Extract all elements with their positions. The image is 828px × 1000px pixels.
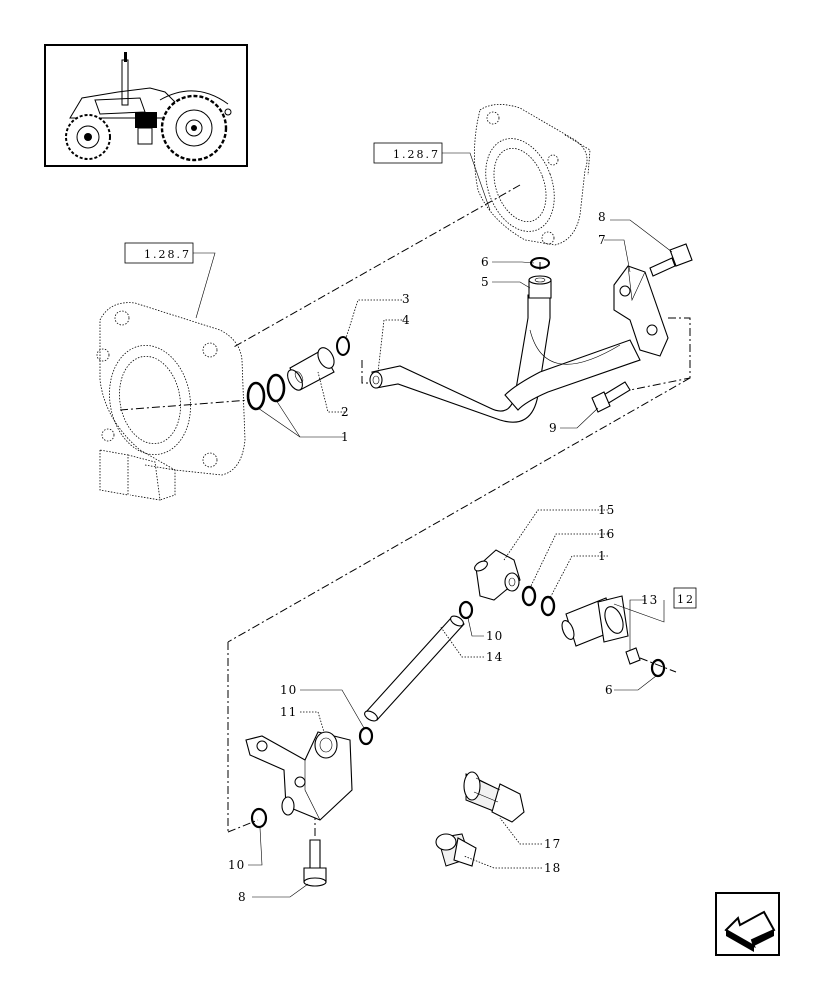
blanking-cap: [435, 833, 477, 867]
bolt: [591, 381, 631, 413]
callout-11: 11: [280, 705, 297, 719]
callout-7: 7: [598, 233, 607, 247]
callout-14: 14: [486, 650, 503, 664]
callout-9: 9: [549, 421, 558, 435]
callout-18: 18: [544, 861, 561, 875]
callout-1: 1: [598, 549, 607, 563]
o-ring: [521, 585, 537, 607]
reference-label-lower: 1.28.7: [144, 248, 191, 261]
banjo-bolt: [463, 771, 525, 823]
callout-3: 3: [402, 292, 411, 306]
callout-5: 5: [481, 275, 490, 289]
valve-fitting: [561, 595, 629, 647]
callout-8: 8: [238, 890, 247, 904]
o-ring: [250, 807, 268, 829]
callout-4: 4: [402, 313, 411, 327]
manifold-block: [245, 731, 353, 821]
o-ring: [336, 336, 350, 356]
o-ring: [458, 600, 474, 620]
o-ring: [540, 595, 556, 617]
o-ring: [650, 658, 666, 678]
callout-8: 8: [598, 210, 607, 224]
elbow-fitting: [474, 549, 521, 601]
callout-10: 10: [228, 858, 245, 872]
leader-lines: [248, 219, 673, 898]
reference-box-lower: 1.28.7: [124, 242, 216, 319]
straight-pipe: [364, 615, 465, 722]
lower-housing-flange: [96, 302, 246, 501]
callout-6: 6: [481, 255, 490, 269]
reference-box-upper: 1.28.7: [373, 142, 491, 211]
tractor-thumbnail-icon: [44, 44, 248, 167]
callout-10: 10: [486, 629, 503, 643]
bolt: [649, 243, 693, 277]
small-plug: [625, 647, 641, 665]
bolt: [303, 839, 327, 887]
callout-2: 2: [341, 405, 350, 419]
callout-16: 16: [598, 527, 615, 541]
previous-page-arrow-icon[interactable]: [715, 892, 780, 956]
o-ring: [358, 726, 374, 746]
callout-17: 17: [544, 837, 561, 851]
callout-15: 15: [598, 503, 615, 517]
reference-label-group: 12: [677, 593, 695, 606]
suction-pipe: [369, 294, 641, 423]
pipe-bracket: [613, 265, 669, 357]
assembly-centerlines: [119, 184, 691, 838]
adapter-fitting: [287, 347, 335, 391]
callout-1: 1: [341, 430, 350, 444]
upper-housing-flange: [474, 104, 591, 246]
reference-label-upper: 1.28.7: [393, 148, 440, 161]
reference-box-group: 12: [673, 587, 697, 609]
pipe-end-fitting: [528, 275, 552, 299]
callout-10: 10: [280, 683, 297, 697]
o-ring-pair: [246, 373, 286, 411]
callout-6: 6: [605, 683, 614, 697]
callout-13: 13: [641, 593, 658, 607]
callout-labels: 8 7 6 5 3 4 2 1 9 15 16 1 13 10 14 6 10 …: [228, 210, 658, 904]
